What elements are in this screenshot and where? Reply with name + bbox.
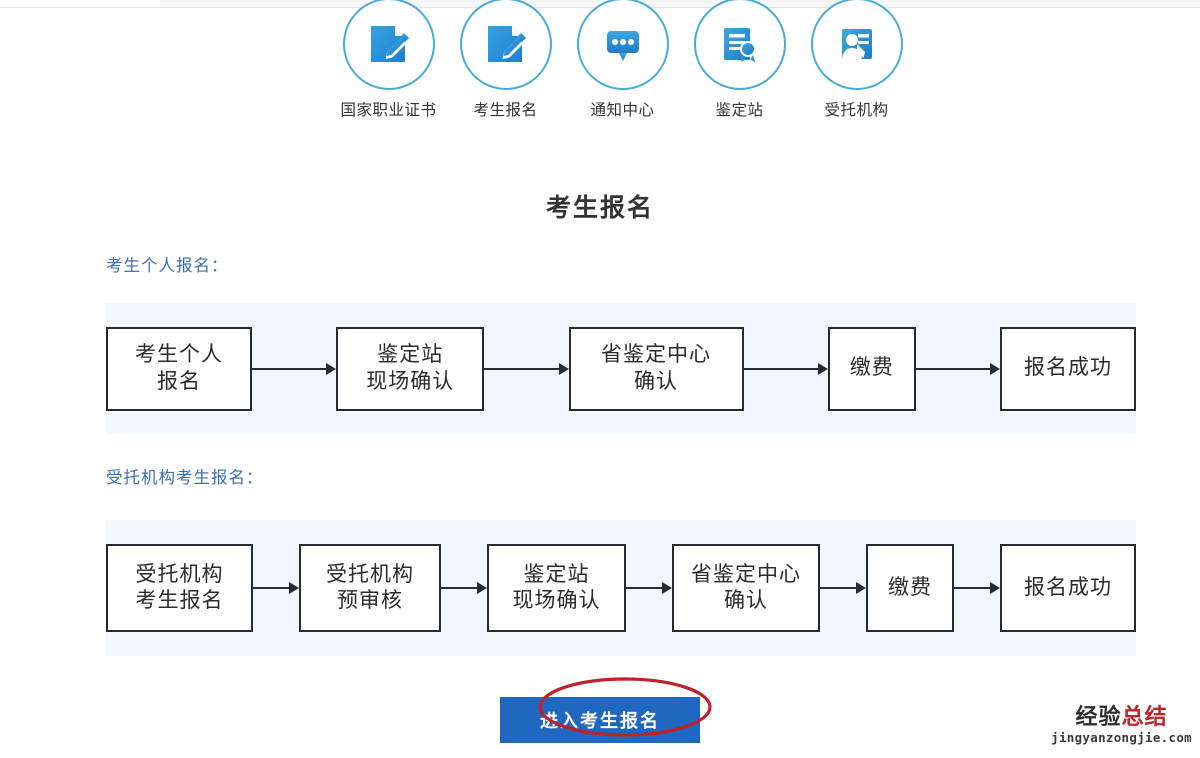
nav-item-label: 通知中心 <box>590 102 655 119</box>
flow-step-box: 受托机构 预审核 <box>299 544 441 632</box>
nav-circle <box>459 0 552 90</box>
flowchart-entrusted-registration: 受托机构 考生报名 受托机构 预审核 鉴定站 现场确认 省鉴定中心 确认 缴费 … <box>106 520 1136 656</box>
nav-item-appraisal-station[interactable]: 鉴定站 <box>681 0 798 120</box>
chat-bubble-icon <box>599 20 647 68</box>
watermark-title: 经验总结 <box>1051 706 1192 728</box>
nav-circle <box>576 0 669 90</box>
flow-arrow-icon <box>441 582 487 594</box>
cta-container: 进入考生报名 <box>0 697 1200 743</box>
certificate-badge-icon <box>716 20 764 68</box>
flow-steps: 受托机构 考生报名 受托机构 预审核 鉴定站 现场确认 省鉴定中心 确认 缴费 … <box>106 544 1136 632</box>
flow-arrow-icon <box>916 363 1000 375</box>
flow-arrow-icon <box>744 363 828 375</box>
flow-step-box: 缴费 <box>866 544 954 632</box>
flow-step-box: 受托机构 考生报名 <box>106 544 253 632</box>
page-title: 考生报名 <box>545 194 654 222</box>
nav-icon-row: 国家职业证书 考生报名 <box>330 0 930 138</box>
watermark-title-dark: 经验 <box>1075 704 1122 729</box>
flow-arrow-icon <box>253 582 299 594</box>
nav-item-candidate-registration[interactable]: 考生报名 <box>447 0 564 120</box>
flow-step-box: 鉴定站 现场确认 <box>487 544 626 632</box>
flow-arrow-icon <box>820 582 866 594</box>
watermark: 经验总结 jingyanzongjie.com <box>1051 706 1192 745</box>
nav-item-notification-center[interactable]: 通知中心 <box>564 0 681 120</box>
document-pencil-icon <box>482 20 530 68</box>
flow-step-box: 缴费 <box>827 326 916 411</box>
people-idcard-icon <box>833 20 881 68</box>
top-strip-right <box>160 0 1200 7</box>
flow-step-box: 鉴定站 现场确认 <box>336 326 485 411</box>
section-label-personal: 考生个人报名： <box>106 257 229 275</box>
nav-circle <box>810 0 903 90</box>
flowchart-personal-registration: 考生个人 报名 鉴定站 现场确认 省鉴定中心 确认 缴费 报名成功 <box>106 303 1136 434</box>
nav-item-label: 鉴定站 <box>715 102 764 119</box>
nav-circle <box>693 0 786 90</box>
watermark-title-red: 总结 <box>1121 704 1168 729</box>
nav-item-entrusted-organization[interactable]: 受托机构 <box>798 0 915 120</box>
flow-step-box: 报名成功 <box>1000 326 1136 411</box>
flow-arrow-icon <box>626 582 672 594</box>
flow-arrow-icon <box>252 363 336 375</box>
flow-step-box: 省鉴定中心 确认 <box>672 544 820 632</box>
nav-item-national-certificate[interactable]: 国家职业证书 <box>330 0 447 120</box>
section-label-entrusted: 受托机构考生报名： <box>106 469 264 487</box>
nav-item-label: 国家职业证书 <box>340 102 437 119</box>
flow-steps: 考生个人 报名 鉴定站 现场确认 省鉴定中心 确认 缴费 报名成功 <box>106 326 1136 411</box>
flow-arrow-icon <box>484 363 568 375</box>
top-strip-left <box>0 0 160 7</box>
flow-step-box: 考生个人 报名 <box>106 326 252 411</box>
nav-item-label: 考生报名 <box>473 102 538 119</box>
nav-item-label: 受托机构 <box>824 102 889 119</box>
watermark-url: jingyanzongjie.com <box>1051 730 1192 745</box>
flow-step-box: 省鉴定中心 确认 <box>568 326 744 411</box>
flow-step-box: 报名成功 <box>1000 544 1136 632</box>
enter-registration-button[interactable]: 进入考生报名 <box>500 697 700 743</box>
nav-circle <box>342 0 435 90</box>
document-pencil-icon <box>365 20 413 68</box>
flow-arrow-icon <box>954 582 1000 594</box>
